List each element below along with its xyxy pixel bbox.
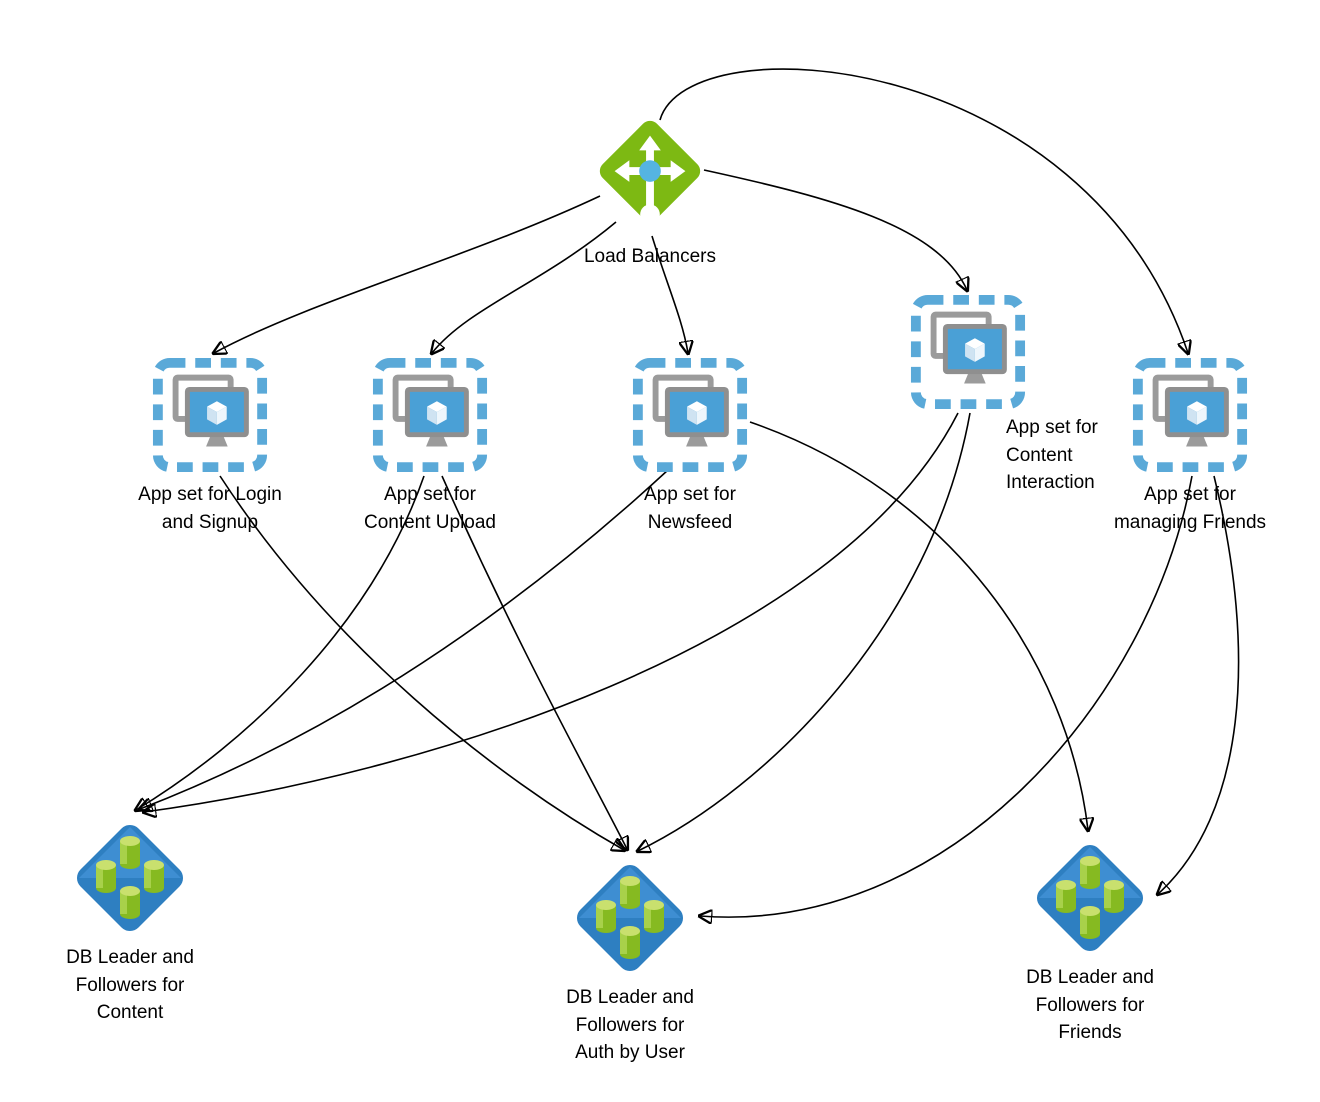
vm-scale-set-icon xyxy=(371,356,489,474)
node-label-app-upload: App set for Content Upload xyxy=(363,484,497,533)
database-cluster-icon xyxy=(65,813,195,943)
vm-scale-set-icon xyxy=(909,293,1027,411)
database-cluster-icon xyxy=(1025,833,1155,963)
node-label-db-auth: DB Leader and Followers for Auth by User xyxy=(566,987,694,1064)
edge-lb-to-app-upload xyxy=(432,221,617,353)
edge-app-interaction-to-db-auth xyxy=(638,412,971,851)
edge-lb-to-app-interaction xyxy=(703,169,967,290)
vm-scale-set-icon xyxy=(151,356,269,474)
load-balancer-icon xyxy=(591,116,709,234)
database-cluster-icon xyxy=(565,853,695,983)
node-label-app-friends: App set for managing Friends xyxy=(1113,484,1267,533)
node-label-db-content: DB Leader and Followers for Content xyxy=(66,947,194,1024)
vm-scale-set-icon xyxy=(1131,356,1249,474)
node-label-load-balancers: Load Balancers xyxy=(583,246,717,267)
edge-lb-to-app-login xyxy=(214,195,601,353)
vm-scale-set-icon xyxy=(631,356,749,474)
node-label-db-friends: DB Leader and Followers for Friends xyxy=(1026,967,1154,1044)
edge-app-friends-to-db-friends xyxy=(1158,475,1240,894)
node-label-app-newsfeed: App set for Newsfeed xyxy=(644,484,736,533)
node-label-app-login: App set for Login and Signup xyxy=(138,484,282,533)
